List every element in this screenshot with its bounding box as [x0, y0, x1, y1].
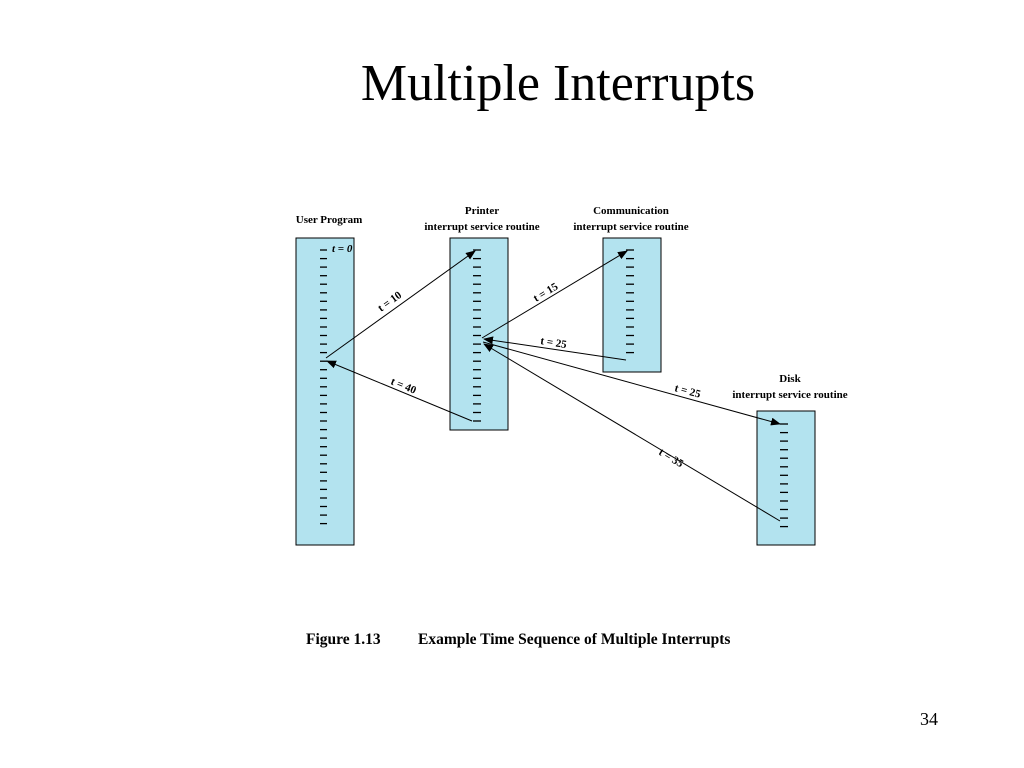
user-program-label: User Program [296, 214, 363, 226]
printer-label-sub: interrupt service routine [424, 221, 539, 233]
arrow-user-to-printer [325, 250, 476, 359]
figure-caption-number: Figure 1.13 [306, 631, 381, 648]
user-program-box [295, 237, 355, 546]
label-t35: t = 35 [656, 446, 685, 470]
instruction-tick-marks [320, 249, 788, 528]
slide-title: Multiple Interrupts [360, 55, 756, 112]
start-time-label: t = 0 [332, 243, 353, 255]
label-t15: t = 15 [531, 280, 560, 304]
arrow-printer-to-user [326, 360, 473, 422]
communication-isr-box [602, 237, 662, 373]
label-t40: t = 40 [389, 376, 418, 397]
arrow-printer-to-comm [481, 250, 628, 339]
figure-caption-text: Example Time Sequence of Multiple Interr… [418, 631, 730, 648]
disk-label-sub: interrupt service routine [732, 389, 847, 401]
communication-label-sub: interrupt service routine [573, 221, 688, 233]
printer-label: Printer [465, 205, 499, 217]
disk-label: Disk [779, 373, 801, 385]
label-t10: t = 10 [376, 289, 405, 315]
communication-label: Communication [593, 205, 669, 217]
disk-isr-box [756, 410, 816, 546]
arrow-disk-to-printer [483, 343, 781, 522]
arrow-comm-to-printer [483, 336, 627, 361]
printer-isr-box [449, 237, 509, 431]
label-t25-comm: t = 25 [540, 335, 568, 351]
page-number: 34 [920, 709, 938, 729]
arrow-printer-to-disk [482, 341, 781, 426]
